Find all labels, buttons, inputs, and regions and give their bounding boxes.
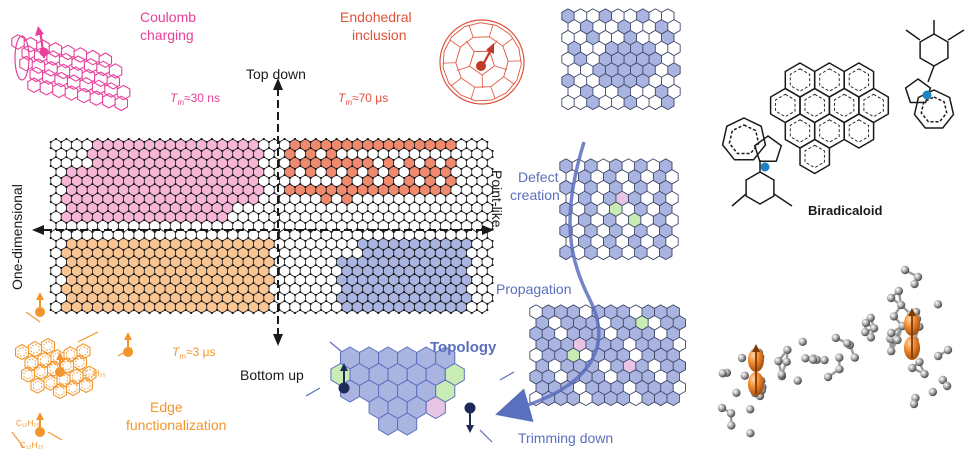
ball-and-stick-model-icon: [717, 265, 953, 438]
defect-label-line1: Defect: [518, 169, 559, 185]
edge-label-line2: functionalization: [126, 417, 226, 433]
c12h25-label-1: C₁₂H₂₅: [82, 369, 106, 378]
biradicaloid-label: Biradicaloid: [808, 203, 882, 218]
point-like-label: Point-like: [489, 170, 505, 228]
trimming-label: Trimming down: [518, 430, 613, 446]
endohedral-label-line2: inclusion: [352, 27, 406, 43]
edge-label-line1: Edge: [150, 399, 183, 415]
main-lattice-colored-regions: [61, 139, 472, 313]
process-arrow: [495, 141, 601, 423]
edge-functionalized-molecule-icon: C₁₂H₂₅ C₁₂H₂₅ C₁₂H₂₅: [11, 292, 133, 450]
arrow-up-icon: [273, 78, 283, 90]
tm-orange-label: Tm≈3 μs: [172, 345, 216, 361]
arrow-left-icon: [32, 225, 44, 235]
main-lattice-atoms: [49, 137, 494, 315]
arrow-down-icon: [273, 334, 283, 346]
top-down-label: Top down: [246, 66, 306, 82]
tm-red-t: T: [338, 91, 347, 105]
one-dimensional-label: One-dimensional: [9, 184, 25, 290]
tm-red-sub: m: [345, 98, 352, 107]
biradicaloid-structure-icon: [721, 20, 965, 207]
tm-orange-sub: m: [179, 352, 186, 361]
coulomb-label-line1: Coulomb: [140, 9, 196, 25]
c12h25-label-2: C₁₂H₂₅: [20, 441, 44, 450]
nanotube-icon: [11, 26, 131, 112]
propagation-label: Propagation: [496, 281, 572, 297]
tm-pink-sub: m: [177, 98, 184, 107]
bottom-up-label: Bottom up: [240, 367, 304, 383]
tm-red-label: Tm≈70 μs: [338, 91, 388, 107]
tm-pink-label: Tm≈30 ns: [170, 91, 220, 107]
tm-pink-t: T: [170, 91, 179, 105]
topology-label: Topology: [430, 339, 497, 356]
defect-propagation-flakes: [529, 8, 686, 407]
tm-orange-value: ≈3 μs: [186, 345, 216, 359]
arrow-right-icon: [482, 225, 494, 235]
tm-pink-value: ≈30 ns: [184, 91, 220, 105]
coulomb-label-line2: charging: [140, 27, 194, 43]
endohedral-label-line1: Endohedral: [340, 9, 412, 25]
fullerene-icon: [439, 19, 525, 105]
c12h25-label-3: C₁₂H₂₅: [16, 419, 40, 428]
topology-molecule-icon: [305, 341, 515, 443]
defect-label-line2: creation: [510, 187, 560, 203]
tm-orange-t: T: [172, 345, 181, 359]
tm-red-value: ≈70 μs: [352, 91, 388, 105]
axes: [32, 78, 494, 346]
